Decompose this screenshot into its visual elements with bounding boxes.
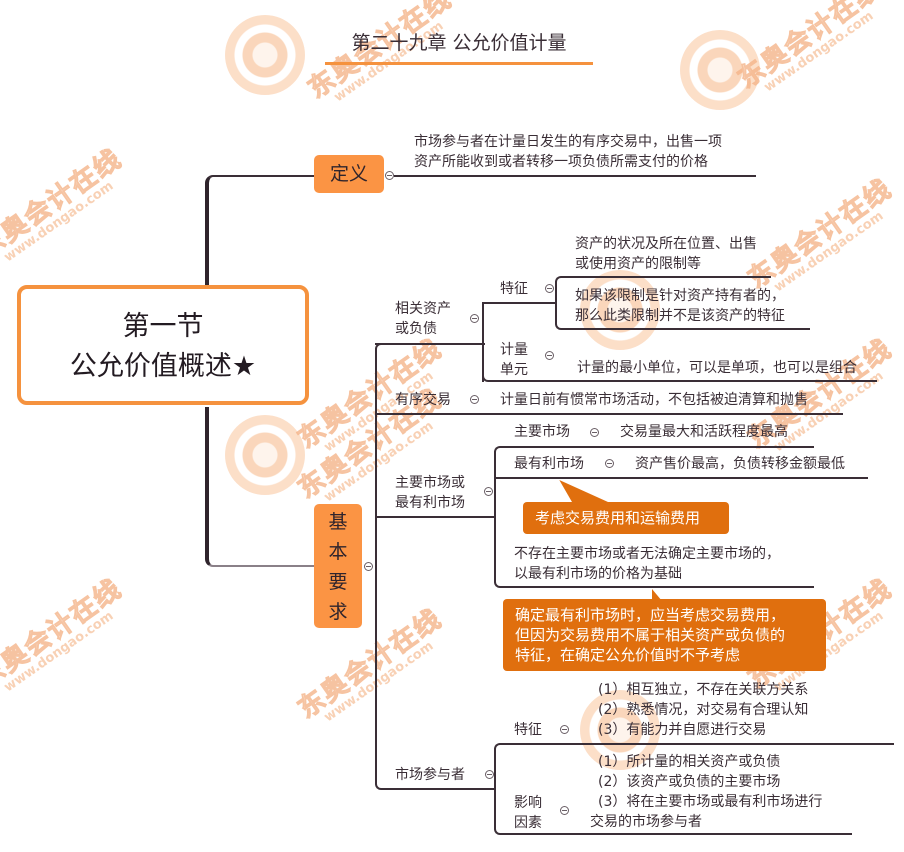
participants-label: 市场参与者 [395, 767, 465, 783]
related-asset-label-2: 或负债 [395, 321, 437, 337]
definition-line [394, 175, 756, 177]
related-asset-sub-top [482, 302, 556, 304]
fallback-text-2: 以最有利市场的价格为基础 [514, 566, 682, 582]
collapse-toggle-participants[interactable] [485, 770, 494, 779]
feature-label: 特征 [500, 281, 528, 297]
callout-advantageous-note: 确定最有利市场时，应当考虑交易费用， 但因为交易费用不属于相关资产或负债的 特征… [503, 599, 826, 671]
feature-item2-2: 那么此类限制并不是该资产的特征 [575, 308, 785, 324]
collapse-toggle-definition[interactable] [385, 171, 394, 180]
definition-text-2: 资产所能收到或者转移一项负债所需支付的价格 [414, 154, 708, 170]
req-bracket-bottom [375, 565, 495, 790]
req-bracket-top [375, 343, 485, 567]
related-asset-label-1: 相关资产 [395, 301, 451, 317]
feature-item2-1: 如果该限制是针对资产持有者的， [575, 288, 785, 304]
market-underline [377, 516, 495, 518]
factors-item1: (1）所计量的相关资产或负债 [598, 754, 781, 770]
trunk-top [205, 175, 314, 287]
advantageous-text: 资产售价最高，负债转移金额最低 [635, 456, 845, 472]
chapter-title: 第二十九章 公允价值计量 [351, 32, 567, 54]
watermark-logo [225, 15, 305, 95]
principal-label: 主要市场 [514, 424, 570, 440]
title-underline [325, 62, 593, 65]
unit-label-1: 计量 [500, 342, 528, 358]
market-label-2: 最有利市场 [395, 495, 465, 511]
factors-label-2: 因素 [514, 815, 542, 831]
root-line2: 公允价值概述★ [69, 351, 257, 382]
collapse-toggle-unit[interactable] [545, 351, 554, 360]
callout2-tail [652, 589, 662, 601]
collapse-toggle-orderly[interactable] [470, 395, 479, 404]
collapse-toggle-requirements[interactable] [364, 562, 373, 571]
advantageous-underline [494, 477, 868, 479]
trunk-bottom [205, 407, 314, 567]
related-asset-underline [375, 343, 484, 345]
collapse-toggle-advantageous[interactable] [605, 459, 614, 468]
collapse-toggle-principal[interactable] [590, 428, 599, 437]
factors-item2: (2）该资产或负债的主要市场 [598, 774, 781, 790]
participant-feature-item1: (1）相互独立，不存在关联方关系 [598, 682, 809, 698]
collapse-toggle-related-asset[interactable] [470, 314, 479, 323]
collapse-toggle-participant-feature[interactable] [560, 725, 569, 734]
participant-feature-label: 特征 [514, 722, 542, 738]
fallback-text-1: 不存在主要市场或者无法确定主要市场的， [514, 546, 780, 562]
definition-node[interactable]: 定义 [314, 155, 384, 193]
participants-bracket [494, 743, 894, 835]
participant-feature-item2: (2）熟悉情况，对交易有合理认知 [598, 702, 809, 718]
feature-bracket [555, 276, 771, 330]
unit-label-2: 单元 [500, 362, 528, 378]
participant-feature-item3: (3）有能力并自愿进行交易 [598, 722, 767, 738]
factors-label-1: 影响 [514, 795, 542, 811]
orderly-text: 计量日前有惯常市场活动，不包括被迫清算和抛售 [500, 392, 808, 408]
definition-text-1: 市场参与者在计量日发生的有序交易中，出售一项 [414, 134, 722, 150]
collapse-toggle-market[interactable] [484, 487, 493, 496]
related-asset-sub-bottom [482, 340, 877, 382]
factors-item3: (3）将在主要市场或最有利市场进行 [598, 794, 823, 810]
market-label-1: 主要市场或 [395, 475, 465, 491]
orderly-label: 有序交易 [395, 392, 451, 408]
requirements-node[interactable]: 基 本 要 求 [314, 504, 362, 628]
factors-item3-cont: 交易的市场参与者 [590, 814, 702, 830]
feature-bottom-ext [770, 328, 810, 330]
principal-text: 交易量最大和活跃程度最高 [620, 424, 788, 440]
advantageous-label: 最有利市场 [514, 456, 584, 472]
callout-transaction-cost: 考虑交易费用和运输费用 [523, 502, 729, 534]
root-node[interactable]: 第一节 公允价值概述★ [17, 285, 309, 405]
feature-item1-2: 或使用资产的限制等 [575, 256, 701, 272]
collapse-toggle-feature[interactable] [545, 284, 554, 293]
market-bracket [494, 446, 814, 588]
unit-text: 计量的最小单位，可以是单项，也可以是组合 [577, 360, 857, 376]
root-line1: 第一节 [122, 311, 204, 342]
collapse-toggle-factors[interactable] [560, 806, 569, 815]
participants-bottom-trim [852, 833, 894, 836]
orderly-underline [377, 413, 843, 415]
watermark-logo [680, 30, 760, 110]
feature-item1-1: 资产的状况及所在位置、出售 [575, 236, 757, 252]
